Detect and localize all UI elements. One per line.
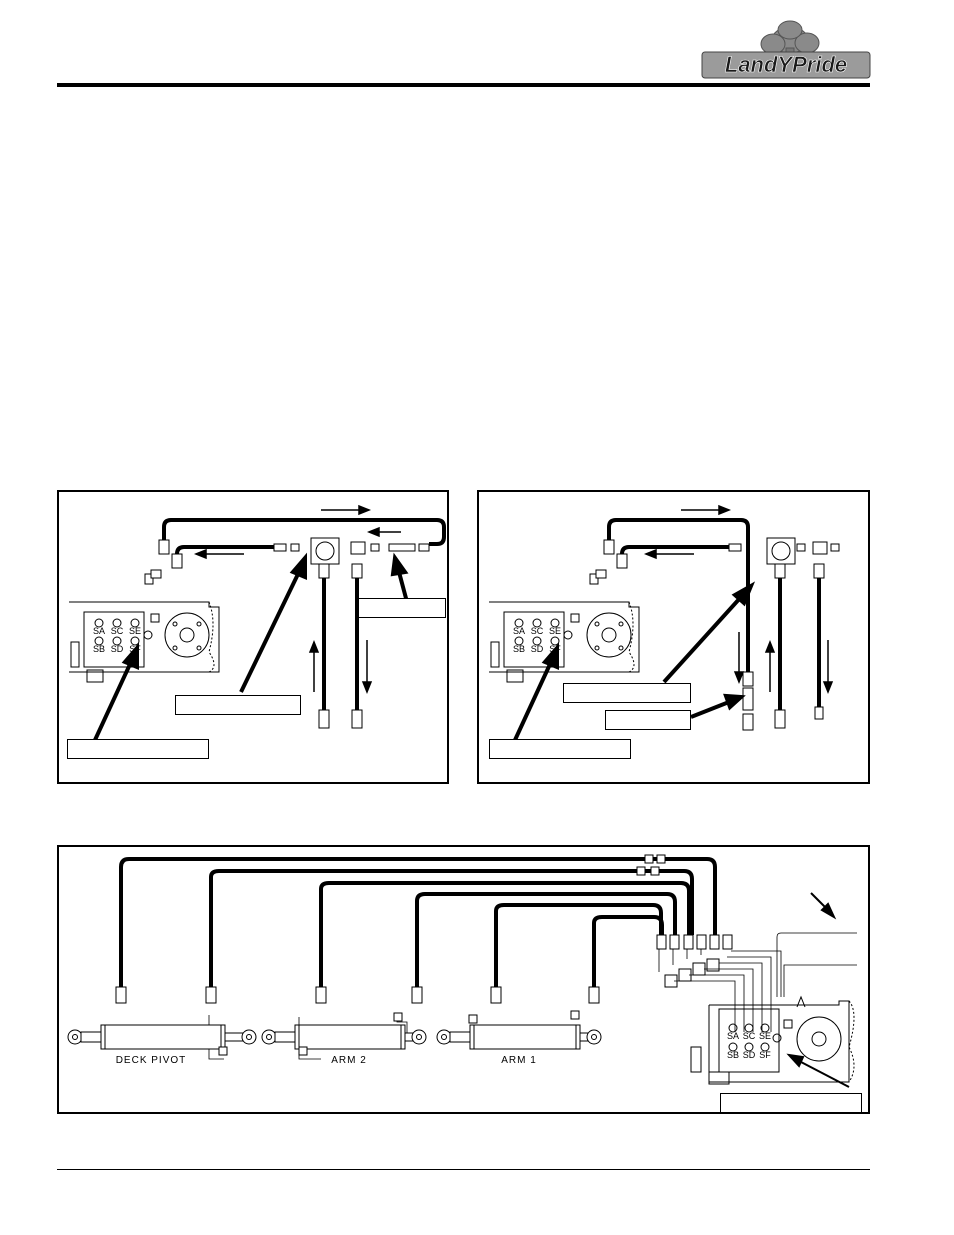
landpride-logo: LandYPride xyxy=(698,18,873,84)
logo-text: LandYPride xyxy=(725,52,847,77)
port-label-sb: SB xyxy=(93,644,105,654)
port-label-sd: SD xyxy=(111,644,124,654)
thin-lines-bottom xyxy=(208,932,857,1060)
fittings-left xyxy=(144,537,430,729)
figure-left-panel: SA SC SE SB SD SF xyxy=(57,490,449,784)
callout-arrows-left xyxy=(93,552,409,741)
callout-fitting-right xyxy=(605,710,691,730)
flow-arrows-left xyxy=(193,504,401,695)
valve-block-right xyxy=(489,601,640,683)
figure-bottom-panel: SA SC SE SB SD SF xyxy=(57,845,870,1114)
flow-arrows-right xyxy=(643,504,834,695)
callout-valve-block-left xyxy=(67,739,209,759)
header-rule xyxy=(57,83,870,87)
valve-block-bottom xyxy=(690,995,855,1085)
port-label-sc: SC xyxy=(111,626,124,636)
hydraulic-hoses-bottom xyxy=(119,857,717,987)
callout-fitting-left xyxy=(358,598,446,618)
cylinder-labels: DECK PIVOT ARM 2 ARM 1 xyxy=(116,1055,537,1066)
fitting-bank xyxy=(636,854,733,988)
port-label-sc: SC xyxy=(531,626,544,636)
callout-valve-block-bottom xyxy=(720,1093,862,1113)
label-arm-1: ARM 1 xyxy=(501,1055,537,1066)
callout-valve-block-right xyxy=(489,739,631,759)
port-label-se: SE xyxy=(759,1031,771,1041)
footer-rule xyxy=(57,1169,870,1170)
hydraulic-hoses-right xyxy=(607,518,821,710)
port-label-sd: SD xyxy=(743,1050,756,1060)
label-arm-2: ARM 2 xyxy=(331,1055,367,1066)
valve-block-left xyxy=(69,601,220,683)
callout-arrows-right xyxy=(513,581,756,741)
port-label-se: SE xyxy=(549,626,561,636)
cylinder-arm-2 xyxy=(261,986,427,1056)
port-label-se: SE xyxy=(129,626,141,636)
cylinder-arm-1 xyxy=(436,986,602,1050)
callout-arrows-bottom xyxy=(786,892,850,1088)
cylinder-deck-pivot xyxy=(67,986,257,1056)
port-label-sa: SA xyxy=(93,626,105,636)
label-deck-pivot: DECK PIVOT xyxy=(116,1055,187,1066)
port-label-sf: SF xyxy=(759,1050,771,1060)
port-labels-bottom: SA SC SE SB SD SF xyxy=(727,1031,771,1060)
figure-right-panel: SA SC SE SB SD SF xyxy=(477,490,870,784)
port-label-sd: SD xyxy=(531,644,544,654)
fittings-right xyxy=(589,537,840,731)
port-label-sa: SA xyxy=(727,1031,739,1041)
port-label-sa: SA xyxy=(513,626,525,636)
hydraulic-hoses-left xyxy=(162,518,446,710)
callout-gauge-right xyxy=(563,683,691,703)
port-label-sc: SC xyxy=(743,1031,756,1041)
port-label-sb: SB xyxy=(513,644,525,654)
port-label-sb: SB xyxy=(727,1050,739,1060)
callout-gauge-left xyxy=(175,695,301,715)
